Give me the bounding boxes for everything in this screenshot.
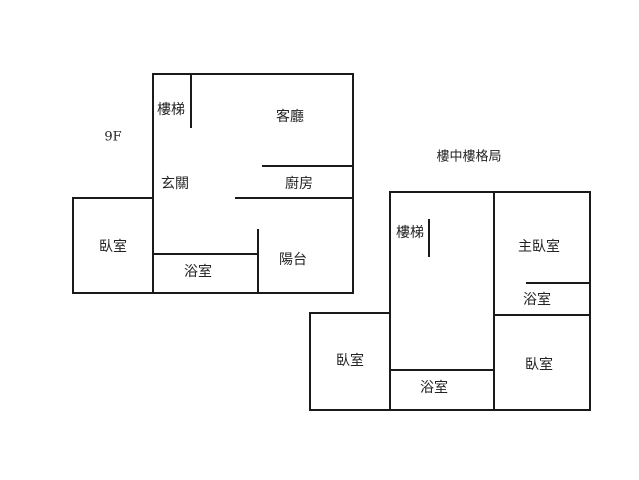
mezzanine-bedroom-left-label: 臥室 [336,352,364,369]
floor-9f-bathroom-label: 浴室 [184,263,212,280]
floor-9f-kitchen-label: 廚房 [285,175,313,192]
mezzanine-bedroom-right-label: 臥室 [525,356,553,373]
mezzanine-plan [309,191,591,411]
floor-9f-balcony-label: 陽台 [279,252,307,268]
mezzanine-master-bathroom-label: 浴室 [523,291,551,308]
mezzanine-title: 樓中樓格局 [436,149,501,165]
mezzanine-bathroom-label: 浴室 [420,379,448,396]
floor-9f-title: 9F [104,130,121,145]
floor-9f-bedroom-label: 臥室 [99,238,127,255]
floor-9f-entrance-label: 玄關 [161,175,189,192]
mezzanine-master-bedroom-label: 主臥室 [518,238,560,255]
mezzanine-stairs-label: 樓梯 [396,225,424,241]
floor-9f-living-room-label: 客廳 [276,108,304,125]
floor-9f-plan [72,73,354,294]
floor-9f-stairs-label: 樓梯 [157,102,185,118]
